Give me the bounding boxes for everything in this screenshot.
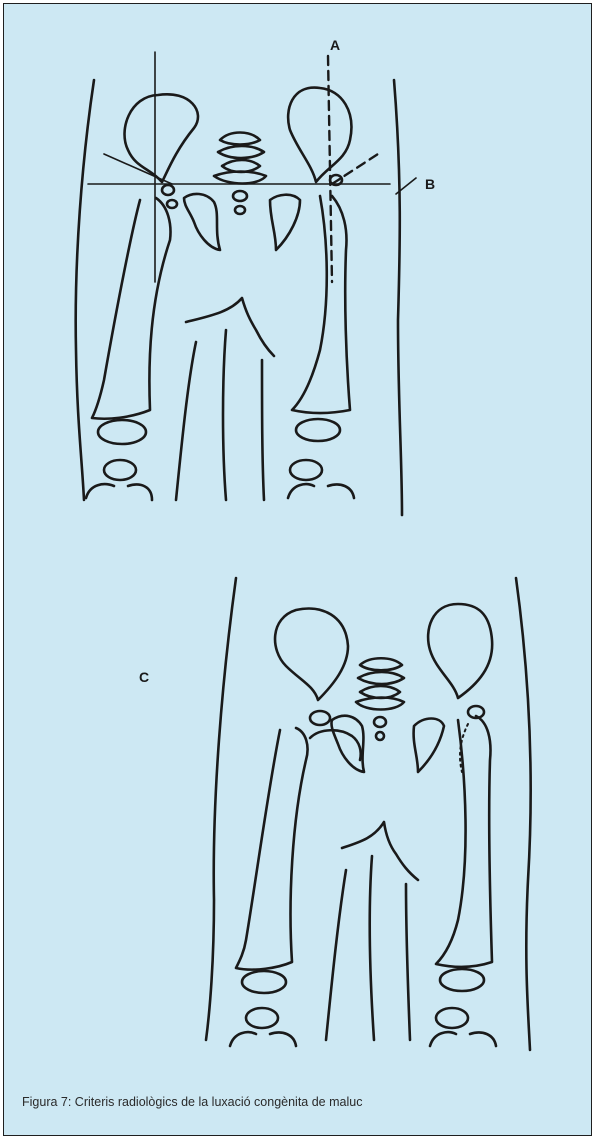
leg-line-right (262, 360, 264, 500)
sacrum-2 (356, 698, 404, 710)
vertebra-1-2 (360, 658, 402, 670)
bottom-pelvis-drawing (206, 578, 531, 1050)
femur-right (292, 196, 350, 413)
iliac-wing-left-2 (275, 609, 348, 701)
leg-line-mid-2 (370, 856, 374, 1040)
tibia-head-right-2 (436, 1008, 468, 1028)
tibia-head-left (104, 460, 136, 480)
patella-left-2 (242, 971, 286, 993)
femoral-head-left-2 (167, 200, 177, 208)
buttock-line (186, 298, 274, 356)
body-outline-right (394, 80, 402, 515)
femur-right-2 (436, 716, 492, 967)
patella-right (296, 419, 340, 441)
pubis-right (270, 195, 300, 250)
iliac-wing-left (125, 94, 198, 182)
femoral-head-left-b (310, 711, 330, 725)
femur-left-2 (236, 728, 308, 970)
buttock-line-2 (342, 822, 418, 880)
sacral-node-1-2 (374, 717, 386, 727)
body-outline-left (76, 80, 94, 500)
vertebra-2 (218, 146, 264, 158)
label-a: A (330, 38, 340, 52)
iliac-wing-right (288, 88, 351, 182)
sacral-node-1 (233, 191, 247, 201)
tibia-right (288, 484, 354, 498)
body-outline-right-2 (516, 578, 531, 1050)
acetabular-angle-left (104, 154, 172, 184)
vertebra-2-2 (358, 672, 404, 684)
sacrum (214, 172, 266, 184)
tibia-head-right (290, 460, 322, 480)
tibia-head-left-2 (246, 1008, 278, 1028)
leg-line-mid (223, 330, 226, 500)
vertebra-3 (222, 160, 260, 172)
iliac-wing-right-2 (428, 604, 492, 698)
label-b: B (425, 177, 435, 191)
vertebra-1 (220, 133, 260, 145)
patella-right-2 (440, 969, 484, 991)
figure-caption: Figura 7: Criteris radiològics de la lux… (22, 1095, 362, 1109)
top-pelvis-drawing (76, 52, 416, 515)
label-c: C (139, 670, 149, 684)
sacral-node-2 (235, 206, 245, 214)
tibia-right-2 (430, 1032, 496, 1046)
pubis-right-2 (414, 719, 444, 773)
pubis-left (184, 194, 220, 250)
femur-left (92, 198, 170, 419)
leg-line-left (176, 342, 196, 500)
femoral-head-left (162, 185, 174, 195)
leg-line-left-2 (326, 870, 346, 1040)
vertebra-3-2 (360, 686, 400, 698)
tibia-left-2 (230, 1032, 296, 1046)
body-outline-left-2 (206, 578, 236, 1040)
leg-line-right-2 (406, 884, 410, 1040)
patella-left (98, 420, 146, 444)
sacral-node-2-2 (376, 732, 384, 740)
tibia-left (86, 484, 152, 500)
